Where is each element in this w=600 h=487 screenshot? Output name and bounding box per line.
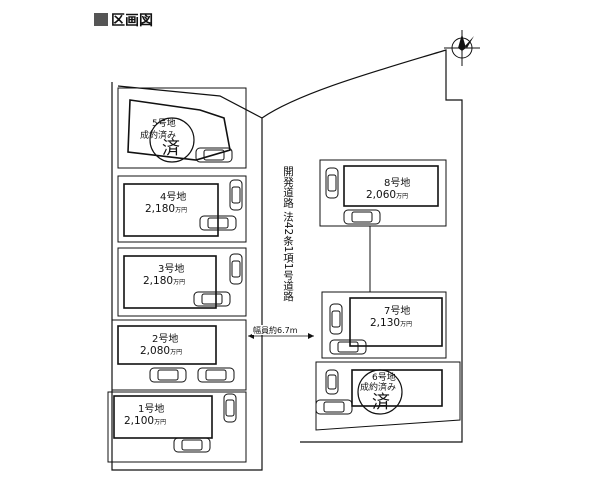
parked-car-icon	[325, 167, 339, 199]
parked-car-icon	[229, 179, 243, 211]
lot-2-price: 2,080万円	[140, 345, 182, 357]
lot-6-name: 6号地	[372, 371, 396, 383]
lot-5-name: 5号地	[152, 117, 176, 129]
lot-8-price: 2,060万円	[366, 189, 408, 201]
left-lots	[107, 87, 247, 463]
lot-7-name: 7号地	[384, 304, 410, 317]
lot-6-sold-label: 成約済み	[360, 381, 396, 393]
lot-8-name: 8号地	[384, 176, 410, 189]
building-lot-1	[113, 395, 213, 439]
lot-4-price: 2,180万円	[145, 203, 187, 215]
parked-car-icon	[193, 291, 231, 307]
lot-3-name: 3号地	[158, 262, 184, 275]
road-label: 開発道路 法42条1項1号道路	[282, 166, 294, 302]
building-lot-3	[123, 255, 217, 309]
north-arrow-compass-icon	[444, 30, 480, 66]
parked-car-icon	[173, 437, 211, 453]
lot-1-price: 2,100万円	[124, 415, 166, 427]
building-lot-5	[127, 99, 231, 161]
parked-car-icon	[199, 215, 237, 231]
road-width-label: 幅員約6.7m	[253, 325, 298, 335]
lot-4-area	[117, 175, 247, 243]
parked-car-icon	[315, 399, 353, 415]
parked-car-icon	[325, 369, 339, 395]
sold-stamp-mark: 済	[372, 392, 390, 413]
building-lot-8	[343, 165, 439, 207]
lot-6-sold-stamp: 6号地 成約済み 済	[357, 369, 403, 415]
road-width-dimension: 幅員約6.7m	[248, 325, 314, 339]
lot-4-name: 4号地	[160, 190, 186, 203]
lot-7-area	[321, 291, 447, 359]
dark-square-icon	[94, 13, 108, 26]
building-lot-7	[349, 297, 443, 347]
parked-car-icon	[195, 147, 233, 163]
lot-5-area	[117, 87, 247, 169]
lot-3-area	[117, 247, 247, 317]
right-buildings	[343, 165, 443, 407]
building-lot-4	[123, 183, 219, 237]
lot-1-name: 1号地	[138, 402, 164, 415]
lot-7-price: 2,130万円	[370, 317, 412, 329]
parked-car-icon	[223, 393, 237, 423]
left-buildings	[113, 99, 231, 439]
site-boundary	[111, 49, 463, 471]
page-title: 区画図	[111, 13, 153, 29]
parked-car-icon	[229, 253, 243, 285]
parked-car-icon	[343, 209, 381, 225]
lot-5-sold-stamp: 5号地 成約済み 済	[140, 117, 195, 163]
lot-8-area	[319, 159, 447, 227]
lot-1-area	[107, 391, 247, 463]
lot-5-sold-label: 成約済み	[140, 129, 176, 141]
sold-stamp-mark: 済	[162, 138, 180, 159]
lot-2-area	[111, 319, 247, 391]
parked-car-icon	[149, 367, 187, 383]
lot-3-price: 2,180万円	[143, 275, 185, 287]
parked-car-icon	[329, 303, 343, 335]
parked-car-icon	[329, 339, 367, 355]
lot-2-name: 2号地	[152, 332, 178, 345]
parked-car-icon	[197, 367, 235, 383]
building-lot-2	[117, 325, 217, 365]
parked-cars	[149, 147, 381, 453]
